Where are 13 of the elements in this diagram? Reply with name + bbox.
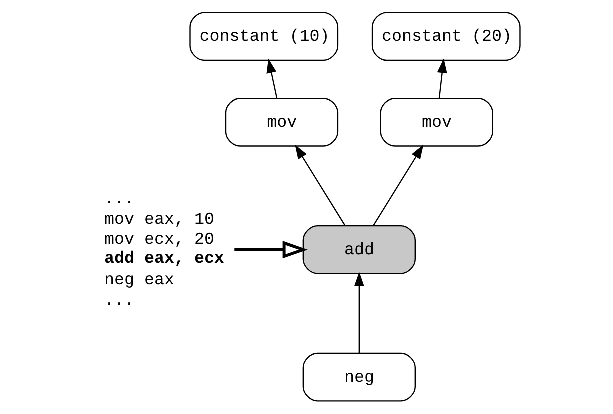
node-box: add [302, 225, 416, 274]
arrow [234, 241, 308, 259]
node-text: ... mov eax, 10 mov ecx, 20 add eax, ecx neg eax ... [104, 190, 224, 311]
node-box: mov [224, 98, 338, 147]
arrow [266, 58, 278, 99]
node-box: neg [302, 352, 416, 402]
arrow [372, 144, 424, 226]
node-box: mov [380, 98, 493, 147]
arrow [436, 58, 447, 98]
node-box: constant (10) [189, 12, 338, 62]
node-box: constant (20) [371, 12, 520, 62]
arrow [354, 272, 364, 354]
arrow [294, 144, 346, 226]
